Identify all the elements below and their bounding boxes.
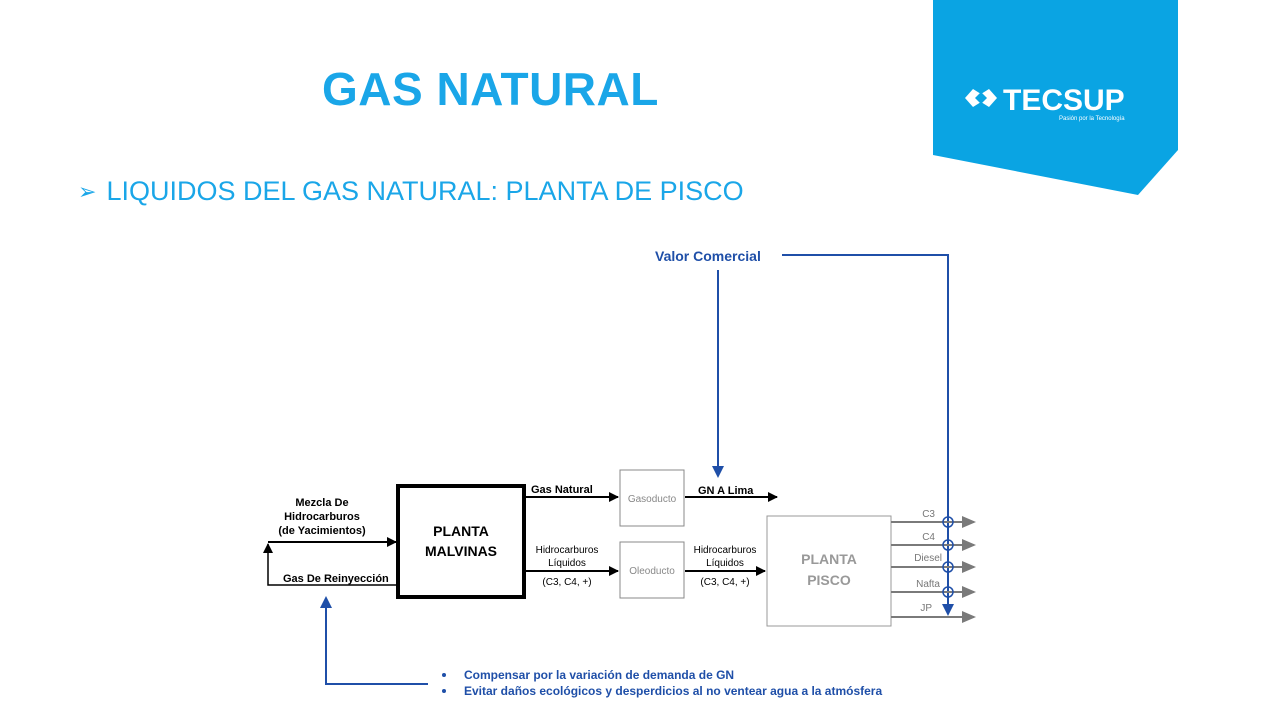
gn-lima-label: GN A Lima [698, 485, 754, 497]
reinyeccion-loop-line [263, 543, 398, 586]
mezcla-label-1: Mezcla De [295, 497, 348, 509]
hidro1-label-1: Hidrocarburos [536, 545, 599, 556]
mezcla-label-2: Hidrocarburos [284, 511, 360, 523]
planta-pisco-box [766, 515, 892, 627]
reason-bullet-1: Compensar por la variación de demanda de… [464, 668, 734, 682]
malvinas-label-1: PLANTA [433, 523, 489, 539]
slide-title: GAS NATURAL [322, 63, 659, 115]
oleoducto-label: Oleoducto [629, 566, 675, 577]
gasoducto-label: Gasoducto [628, 494, 677, 505]
bullet-dot-1 [442, 673, 446, 677]
subtitle-text: LIQUIDOS DEL GAS NATURAL: PLANTA DE PISC… [106, 176, 744, 206]
gas-natural-label: Gas Natural [531, 484, 593, 496]
mezcla-label-3: (de Yacimientos) [278, 525, 366, 537]
pisco-label-1: PLANTA [801, 551, 857, 567]
bullet-dot-2 [442, 689, 446, 693]
oleoducto-box [619, 541, 685, 599]
hidro1-label-3: (C3, C4, +) [542, 577, 591, 588]
arrow-bullet-icon: ➢ [78, 178, 97, 204]
hidro1-label-2: Líquidos [548, 558, 586, 569]
reason-bullet-2: Evitar daños ecológicos y desperdicios a… [464, 684, 882, 698]
product-label-c4: C4 [922, 532, 935, 543]
logo-tagline: Pasión por la Tecnología [1059, 116, 1125, 122]
product-junction-diesel [942, 561, 954, 573]
slide-subtitle: ➢ LIQUIDOS DEL GAS NATURAL: PLANTA DE PI… [78, 176, 744, 207]
hidro2-label-1: Hidrocarburos [694, 545, 757, 556]
tecsup-logo: TECSUP Pasión por la Tecnología [933, 0, 1178, 195]
hidro2-label-2: Líquidos [706, 558, 744, 569]
valor-to-products-line [782, 254, 954, 616]
gasoducto-box [619, 469, 685, 527]
product-junction-c3 [942, 516, 954, 528]
product-label-jp: JP [920, 603, 932, 614]
malvinas-label-2: MALVINAS [425, 543, 497, 559]
valor-comercial-label: Valor Comercial [655, 248, 761, 264]
tecsup-symbol-icon [965, 89, 997, 107]
product-outputs: C3 C4 Diesel Nafta JP [891, 509, 976, 623]
product-label-c3: C3 [922, 509, 935, 520]
reinyeccion-reason-arrow [320, 596, 428, 685]
product-label-nafta: Nafta [916, 579, 940, 590]
reinyeccion-label: Gas De Reinyección [283, 573, 389, 585]
product-label-diesel: Diesel [914, 553, 942, 564]
hidro2-label-3: (C3, C4, +) [700, 577, 749, 588]
product-junction-nafta [942, 586, 954, 598]
product-junction-c4 [942, 539, 954, 551]
planta-malvinas-box [396, 484, 526, 599]
logo-wordmark: TECSUP [1003, 84, 1125, 117]
pisco-label-2: PISCO [807, 572, 851, 588]
logo-panel-background [933, 0, 1178, 195]
